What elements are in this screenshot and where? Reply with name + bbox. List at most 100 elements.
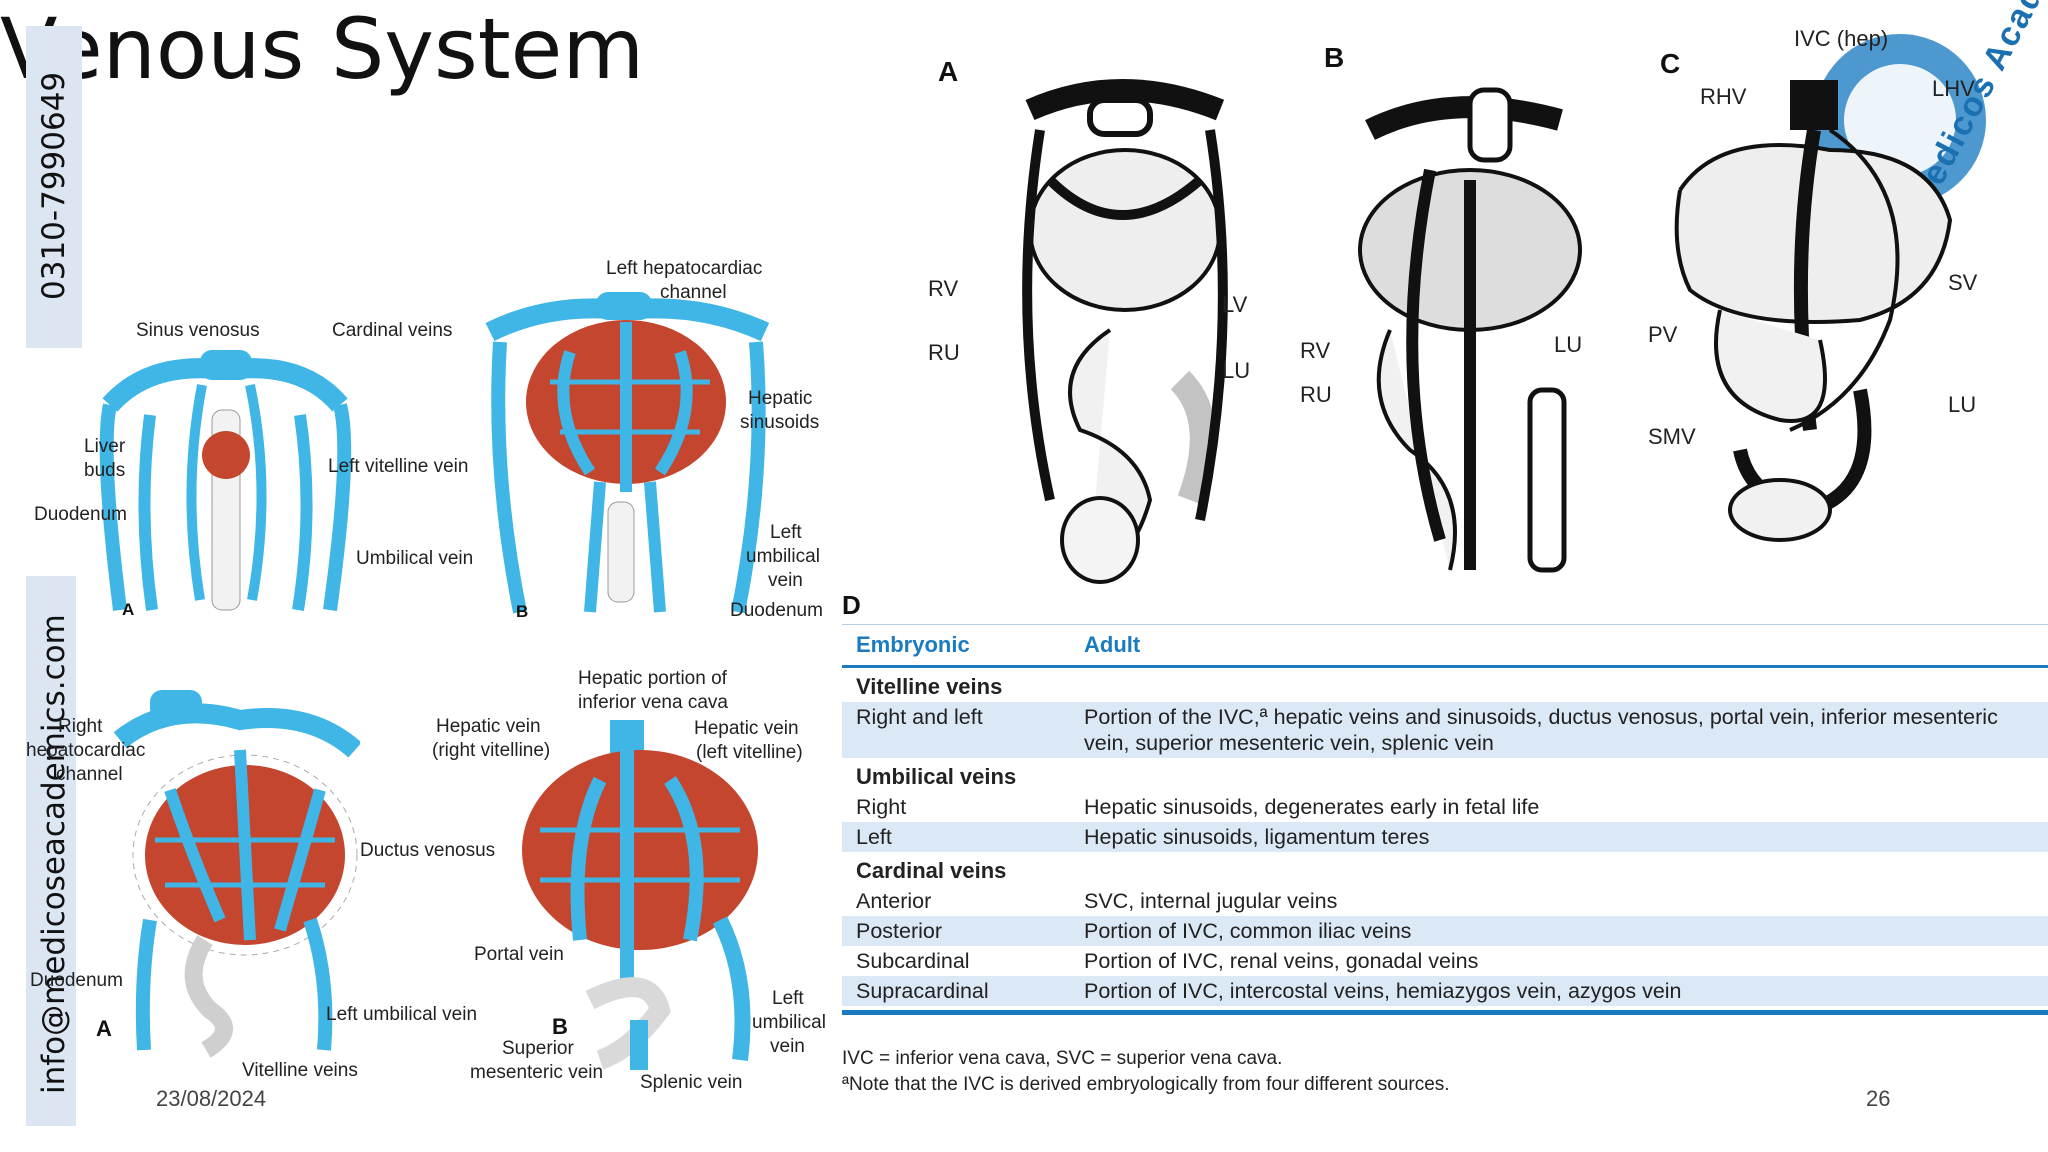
adult-cell: Hepatic sinusoids, degenerates early in … (1084, 795, 1540, 819)
table-panel-d-label: D (842, 590, 861, 620)
label-left-hepatocardiac: Left hepatocardiac (606, 258, 763, 279)
table-section-row: Vitelline veins (842, 667, 2048, 703)
bw-b-label-rv: RV (1300, 338, 1331, 363)
label-cardinal-veins: Cardinal veins (332, 320, 453, 341)
label-right-vitelline: (right vitelline) (432, 740, 551, 761)
embryonic-cell: Right and left (842, 702, 1070, 758)
label-left-2: Left (772, 988, 804, 1009)
embryonic-cell: Supracardinal (842, 976, 1070, 1006)
adult-cell: Portion of IVC, common iliac veins (1070, 916, 2048, 946)
bw-a-label-lv: LV (1222, 292, 1248, 317)
table-section-row: Cardinal veins (842, 852, 2048, 886)
adult-cell: SVC, internal jugular veins (1084, 889, 1338, 913)
footnote-abbreviations: IVC = inferior vena cava, SVC = superior… (842, 1048, 1283, 1069)
label-inferior-vena-cava: inferior vena cava (578, 692, 728, 713)
bw-a-label-ru: RU (928, 340, 960, 365)
label-left-1: Left (770, 522, 802, 543)
bw-c-label-lhv: LHV (1932, 76, 1975, 101)
footnote-ivc-sources: ªNote that the IVC is derived embryologi… (842, 1074, 1450, 1095)
bw-diagram-a (1022, 79, 1228, 584)
label-portal-vein: Portal vein (474, 944, 564, 965)
venous-diagram-portal (522, 720, 758, 1070)
label-channel: channel (660, 282, 727, 303)
bw-c-label-smv: SMV (1648, 424, 1696, 449)
table-footnotes: IVC = inferior vena cava, SVC = superior… (842, 1046, 1450, 1098)
adult-cell: Portion of IVC, intercostal veins, hemia… (1070, 976, 2048, 1006)
panel-a2-label: A (96, 1016, 112, 1041)
adult-cell: Hepatic sinusoids, ligamentum teres (1070, 822, 2048, 852)
bw-c-label-ivc: IVC (hep) (1794, 26, 1889, 51)
header-adult: Adult (1084, 632, 1141, 657)
label-right: Right (58, 716, 103, 737)
venous-diagram-early (99, 350, 352, 611)
label-umbilical-1: umbilical (746, 546, 820, 567)
label-hepatic: Hepatic (748, 388, 813, 409)
venous-diagram-ductus (113, 690, 360, 1058)
label-hepatic-portion: Hepatic portion of (578, 668, 727, 689)
label-buds: buds (84, 460, 126, 481)
panel-a-label: A (122, 600, 135, 619)
section-label: Cardinal veins (856, 858, 1007, 883)
bw-a-label-rv: RV (928, 276, 959, 301)
bw-panel-b-label: B (1324, 42, 1345, 73)
embryonic-cell: Anterior (856, 889, 932, 913)
label-umbilical-2: umbilical (752, 1012, 826, 1033)
table-row: Anterior SVC, internal jugular veins (842, 886, 2048, 916)
bw-diagram-c (1674, 80, 1953, 542)
bw-panel-c-label: C (1660, 48, 1681, 79)
label-liver: Liver (84, 436, 126, 457)
label-duodenum-1: Duodenum (34, 504, 127, 525)
section-label: Vitelline veins (856, 674, 1003, 699)
embryonic-cell: Right (856, 795, 907, 819)
label-hepatic-vein-left: Hepatic vein (694, 718, 799, 739)
panel-b2-label: B (552, 1014, 568, 1039)
phone-tab (26, 26, 82, 348)
slide-title: Venous System (0, 0, 645, 98)
label-vein-1: vein (768, 570, 803, 591)
bw-panel-a-label: A (938, 56, 959, 87)
phone-number: 0310-7990649 (36, 71, 72, 300)
bw-c-label-sv: SV (1948, 270, 1978, 295)
label-left-vitelline: (left vitelline) (696, 742, 803, 763)
embryonic-cell: Posterior (842, 916, 1070, 946)
bw-b-label-ru: RU (1300, 382, 1332, 407)
label-sinusoids: sinusoids (740, 412, 820, 433)
label-channel-2: channel (56, 764, 123, 785)
label-splenic-vein: Splenic vein (640, 1072, 743, 1093)
venous-diagram-hepatocardiac (485, 292, 770, 614)
email-address[interactable]: info@medicoseacademics.com (36, 614, 72, 1094)
label-mesenteric-vein: mesenteric vein (470, 1062, 604, 1083)
label-hepatocardiac: hepatocardiac (26, 740, 146, 761)
label-left-vitelline-vein: Left vitelline vein (328, 456, 469, 477)
label-vitelline-veins: Vitelline veins (242, 1060, 358, 1081)
slide-number: 26 (1866, 1086, 1891, 1111)
panel-b-label: B (516, 602, 529, 621)
embryonic-cell: Left (842, 822, 1070, 852)
header-embryonic: Embryonic (856, 632, 970, 657)
label-hepatic-vein-right: Hepatic vein (436, 716, 541, 737)
label-umbilical-vein: Umbilical vein (356, 548, 474, 569)
table-section-row: Umbilical veins (842, 758, 2048, 792)
adult-cell: Portion of IVC, renal veins, gonadal vei… (1084, 949, 1479, 973)
adult-cell: Portion of the IVC,ª hepatic veins and s… (1070, 702, 2048, 758)
label-left-umbilical-vein: Left umbilical vein (326, 1004, 478, 1025)
label-duodenum-2: Duodenum (730, 600, 823, 621)
bw-b-label-lu: LU (1554, 332, 1583, 357)
email-tab (26, 576, 76, 1126)
label-superior: Superior (502, 1038, 574, 1059)
bw-c-label-pv: PV (1648, 322, 1678, 347)
section-label: Umbilical veins (856, 764, 1017, 789)
label-sinus-venosus: Sinus venosus (136, 320, 260, 341)
bw-c-label-rhv: RHV (1700, 84, 1747, 109)
table-row: Right Hepatic sinusoids, degenerates earl… (842, 792, 2048, 822)
bw-diagram-b (1358, 87, 1582, 573)
label-duodenum-3: Duodenum (30, 970, 123, 991)
slide-date: 23/08/2024 (156, 1086, 267, 1111)
